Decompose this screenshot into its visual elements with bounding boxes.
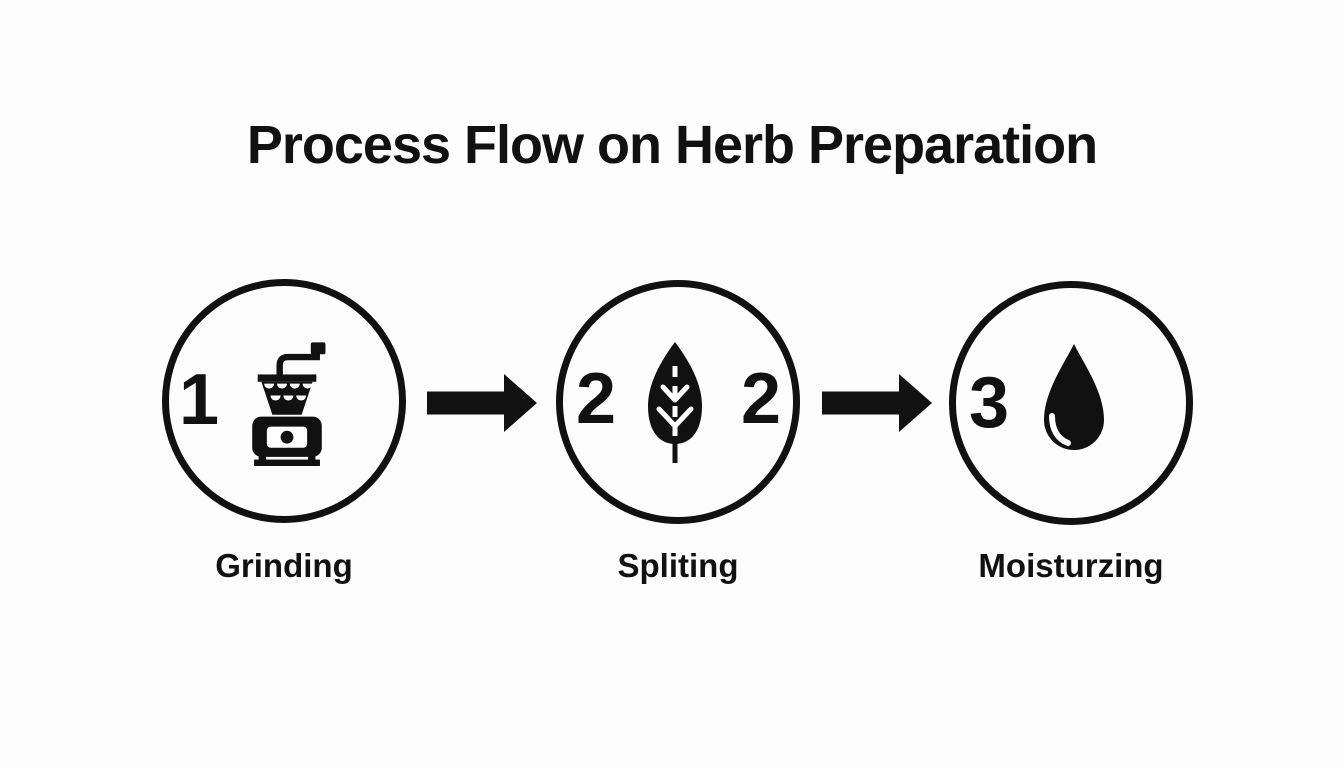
step-circle-moisturzing: 3	[949, 281, 1193, 525]
step-number: 2	[740, 359, 782, 439]
step-label-moisturzing: Moisturzing	[978, 547, 1164, 584]
step-number: 1	[178, 360, 220, 440]
step-number: 3	[968, 363, 1010, 443]
step-circle-grinding: 1	[162, 279, 406, 523]
herb-grinder-icon	[252, 342, 326, 466]
water-drop-icon	[1044, 344, 1104, 450]
step-number: 2	[575, 359, 617, 439]
step-label-grinding: Grinding	[215, 547, 353, 584]
step-label-spliting: Spliting	[617, 547, 739, 584]
step-circle-spliting: 2 2	[556, 280, 800, 524]
right-arrow-icon	[822, 374, 932, 432]
diagram-title: Process Flow on Herb Preparation	[246, 115, 1098, 175]
right-arrow-icon	[427, 374, 537, 432]
leaf-icon	[648, 342, 702, 463]
